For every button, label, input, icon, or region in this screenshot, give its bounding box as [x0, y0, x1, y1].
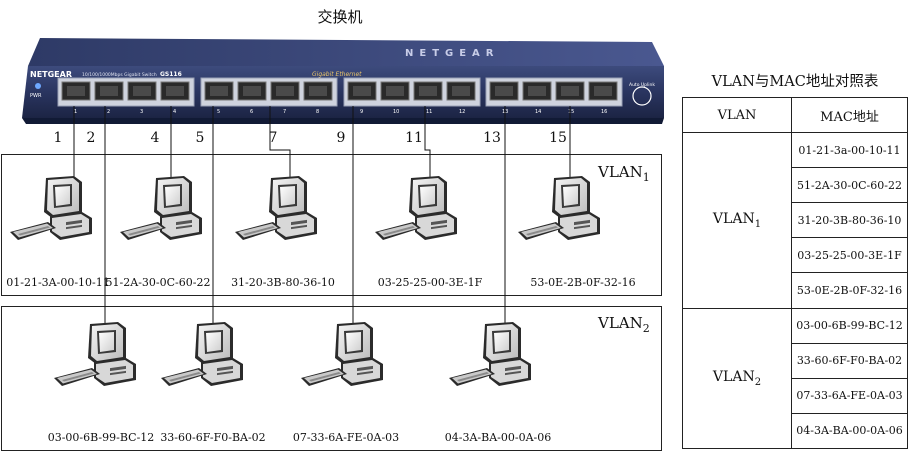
table-row: 31-20-3B-80-36-10 — [683, 202, 908, 239]
netgear-switch: NETGEAR NETGEAR 10/100/1000Mbps Gigabit … — [22, 38, 664, 124]
vlan1-computer-mac: 31-20-3B-80-36-10 — [231, 276, 335, 289]
computer-icon — [449, 322, 531, 386]
switch-port-socket — [386, 86, 404, 96]
switch-port-socket — [210, 86, 228, 96]
computer-icon — [518, 176, 600, 240]
table-row: 53-0E-2B-0F-32-16 — [683, 272, 908, 309]
table-header-vlan: VLAN — [682, 97, 792, 133]
vlan1-computer-mac: 51-2A-30-0C-60-22 — [105, 276, 211, 289]
table-vlan-cell: VLAN2 — [682, 307, 792, 450]
switch-port-socket — [419, 86, 437, 96]
vlan1-label: VLAN1 — [598, 163, 650, 184]
port-number-label: 4 — [150, 130, 160, 146]
table-mac-cell: 33-60-6F-F0-BA-02 — [791, 342, 908, 379]
switch-port-label: 12 — [459, 109, 465, 115]
autouplink-icon — [632, 86, 652, 106]
switch-port-label: 11 — [426, 109, 432, 115]
switch-port-label: 9 — [360, 109, 363, 115]
computer-icon — [54, 322, 136, 386]
port-number-label: 1 — [53, 130, 63, 146]
table-vlan-cell: VLAN1 — [682, 132, 792, 309]
switch-port-label: 4 — [173, 109, 176, 115]
port-number-label: 2 — [86, 130, 96, 146]
network-diagram: NETGEAR NETGEAR 10/100/1000Mbps Gigabit … — [10, 38, 664, 386]
gigabit-label: Gigabit Ethernet — [312, 71, 362, 78]
switch-brand: NETGEAR — [30, 70, 72, 79]
switch-port-label: 8 — [316, 109, 319, 115]
vlan2-computer-mac: 33-60-6F-F0-BA-02 — [160, 431, 266, 444]
vlan1-box — [1, 154, 662, 296]
switch-port-socket — [309, 86, 327, 96]
switch-port-socket — [594, 86, 612, 96]
computer-icon — [235, 176, 317, 240]
table-row: 04-3A-BA-00-0A-06 — [683, 412, 908, 450]
switch-top-panel — [28, 38, 664, 66]
switch-port-label: 7 — [283, 109, 286, 115]
port-number-label: 9 — [336, 130, 346, 146]
switch-model: GS116 — [160, 71, 182, 78]
vlan2-computer-mac: 04-3A-BA-00-0A-06 — [444, 431, 552, 444]
computer-icon — [10, 176, 92, 240]
switch-port-label: 3 — [140, 109, 143, 115]
switch-port-label: 2 — [107, 109, 110, 115]
port-number-label: 7 — [268, 130, 278, 146]
switch-port-socket — [495, 86, 513, 96]
diagram-title: 交换机 — [317, 8, 363, 26]
table-mac-cell: 07-33-6A-FE-0A-03 — [791, 377, 908, 414]
pwr-led — [35, 83, 41, 89]
table-mac-cell: 53-0E-2B-0F-32-16 — [791, 272, 908, 309]
pwr-label: PWR — [30, 93, 42, 99]
switch-port-socket — [67, 86, 85, 96]
switch-port-label: 10 — [393, 109, 399, 115]
table-mac-cell: 03-00-6B-99-BC-12 — [791, 307, 908, 344]
table-mac-cell: 04-3A-BA-00-0A-06 — [791, 412, 908, 450]
table-mac-cell: 03-25-25-00-3E-1F — [791, 237, 908, 274]
network-cable — [269, 106, 291, 186]
port-number-label: 13 — [483, 130, 501, 146]
vlan2-computer-mac: 03-00-6B-99-BC-12 — [47, 431, 155, 444]
switch-port-label: 5 — [217, 109, 220, 115]
vlan1-computer-mac: 53-0E-2B-0F-32-16 — [530, 276, 636, 289]
network-cable — [424, 106, 431, 186]
vlan2-computer-mac: 07-33-6A-FE-0A-03 — [292, 431, 400, 444]
port-number-label: 5 — [195, 130, 205, 146]
switch-port-label: 16 — [601, 109, 607, 115]
mapping-table-title: VLAN与MAC地址对照表 — [711, 74, 879, 90]
cables — [73, 106, 571, 330]
port-number-label: 11 — [405, 130, 423, 146]
computer-icon — [301, 322, 383, 386]
vlan1-computer-mac: 01-21-3A-00-10-11 — [6, 276, 110, 289]
computer-icon — [161, 322, 243, 386]
switch-port-socket — [276, 86, 294, 96]
table-header-mac: MAC地址 — [791, 97, 908, 133]
vlan1-computer-mac: 03-25-25-00-3E-1F — [377, 276, 483, 289]
autouplink-label: Auto Uplink — [629, 82, 655, 88]
table-row: 07-33-6A-FE-0A-03 — [683, 377, 908, 414]
table-mac-cell: 31-20-3B-80-36-10 — [791, 202, 908, 239]
switch-port-socket — [133, 86, 151, 96]
switch-port-socket — [166, 86, 184, 96]
switch-port-label: 1 — [74, 109, 77, 115]
port-number-label: 15 — [549, 130, 567, 146]
switch-port-label: 15 — [568, 109, 574, 115]
table-mac-cell: 51-2A-30-0C-60-22 — [791, 167, 908, 204]
switch-port-socket — [100, 86, 118, 96]
switch-port-socket — [528, 86, 546, 96]
switch-port-socket — [561, 86, 579, 96]
vlan2-label: VLAN2 — [598, 314, 650, 335]
switch-port-label: 6 — [250, 109, 253, 115]
switch-port-socket — [353, 86, 371, 96]
table-mac-cell: 01-21-3a-00-10-11 — [791, 131, 908, 169]
switch-port-label: 14 — [535, 109, 541, 115]
switch-model-desc: 10/100/1000Mbps Gigabit Switch — [82, 72, 157, 78]
switch-top-brand: NETGEAR — [405, 48, 500, 59]
switch-port-socket — [452, 86, 470, 96]
computer-icon — [120, 176, 202, 240]
computer-icon — [375, 176, 457, 240]
switch-port-socket — [243, 86, 261, 96]
